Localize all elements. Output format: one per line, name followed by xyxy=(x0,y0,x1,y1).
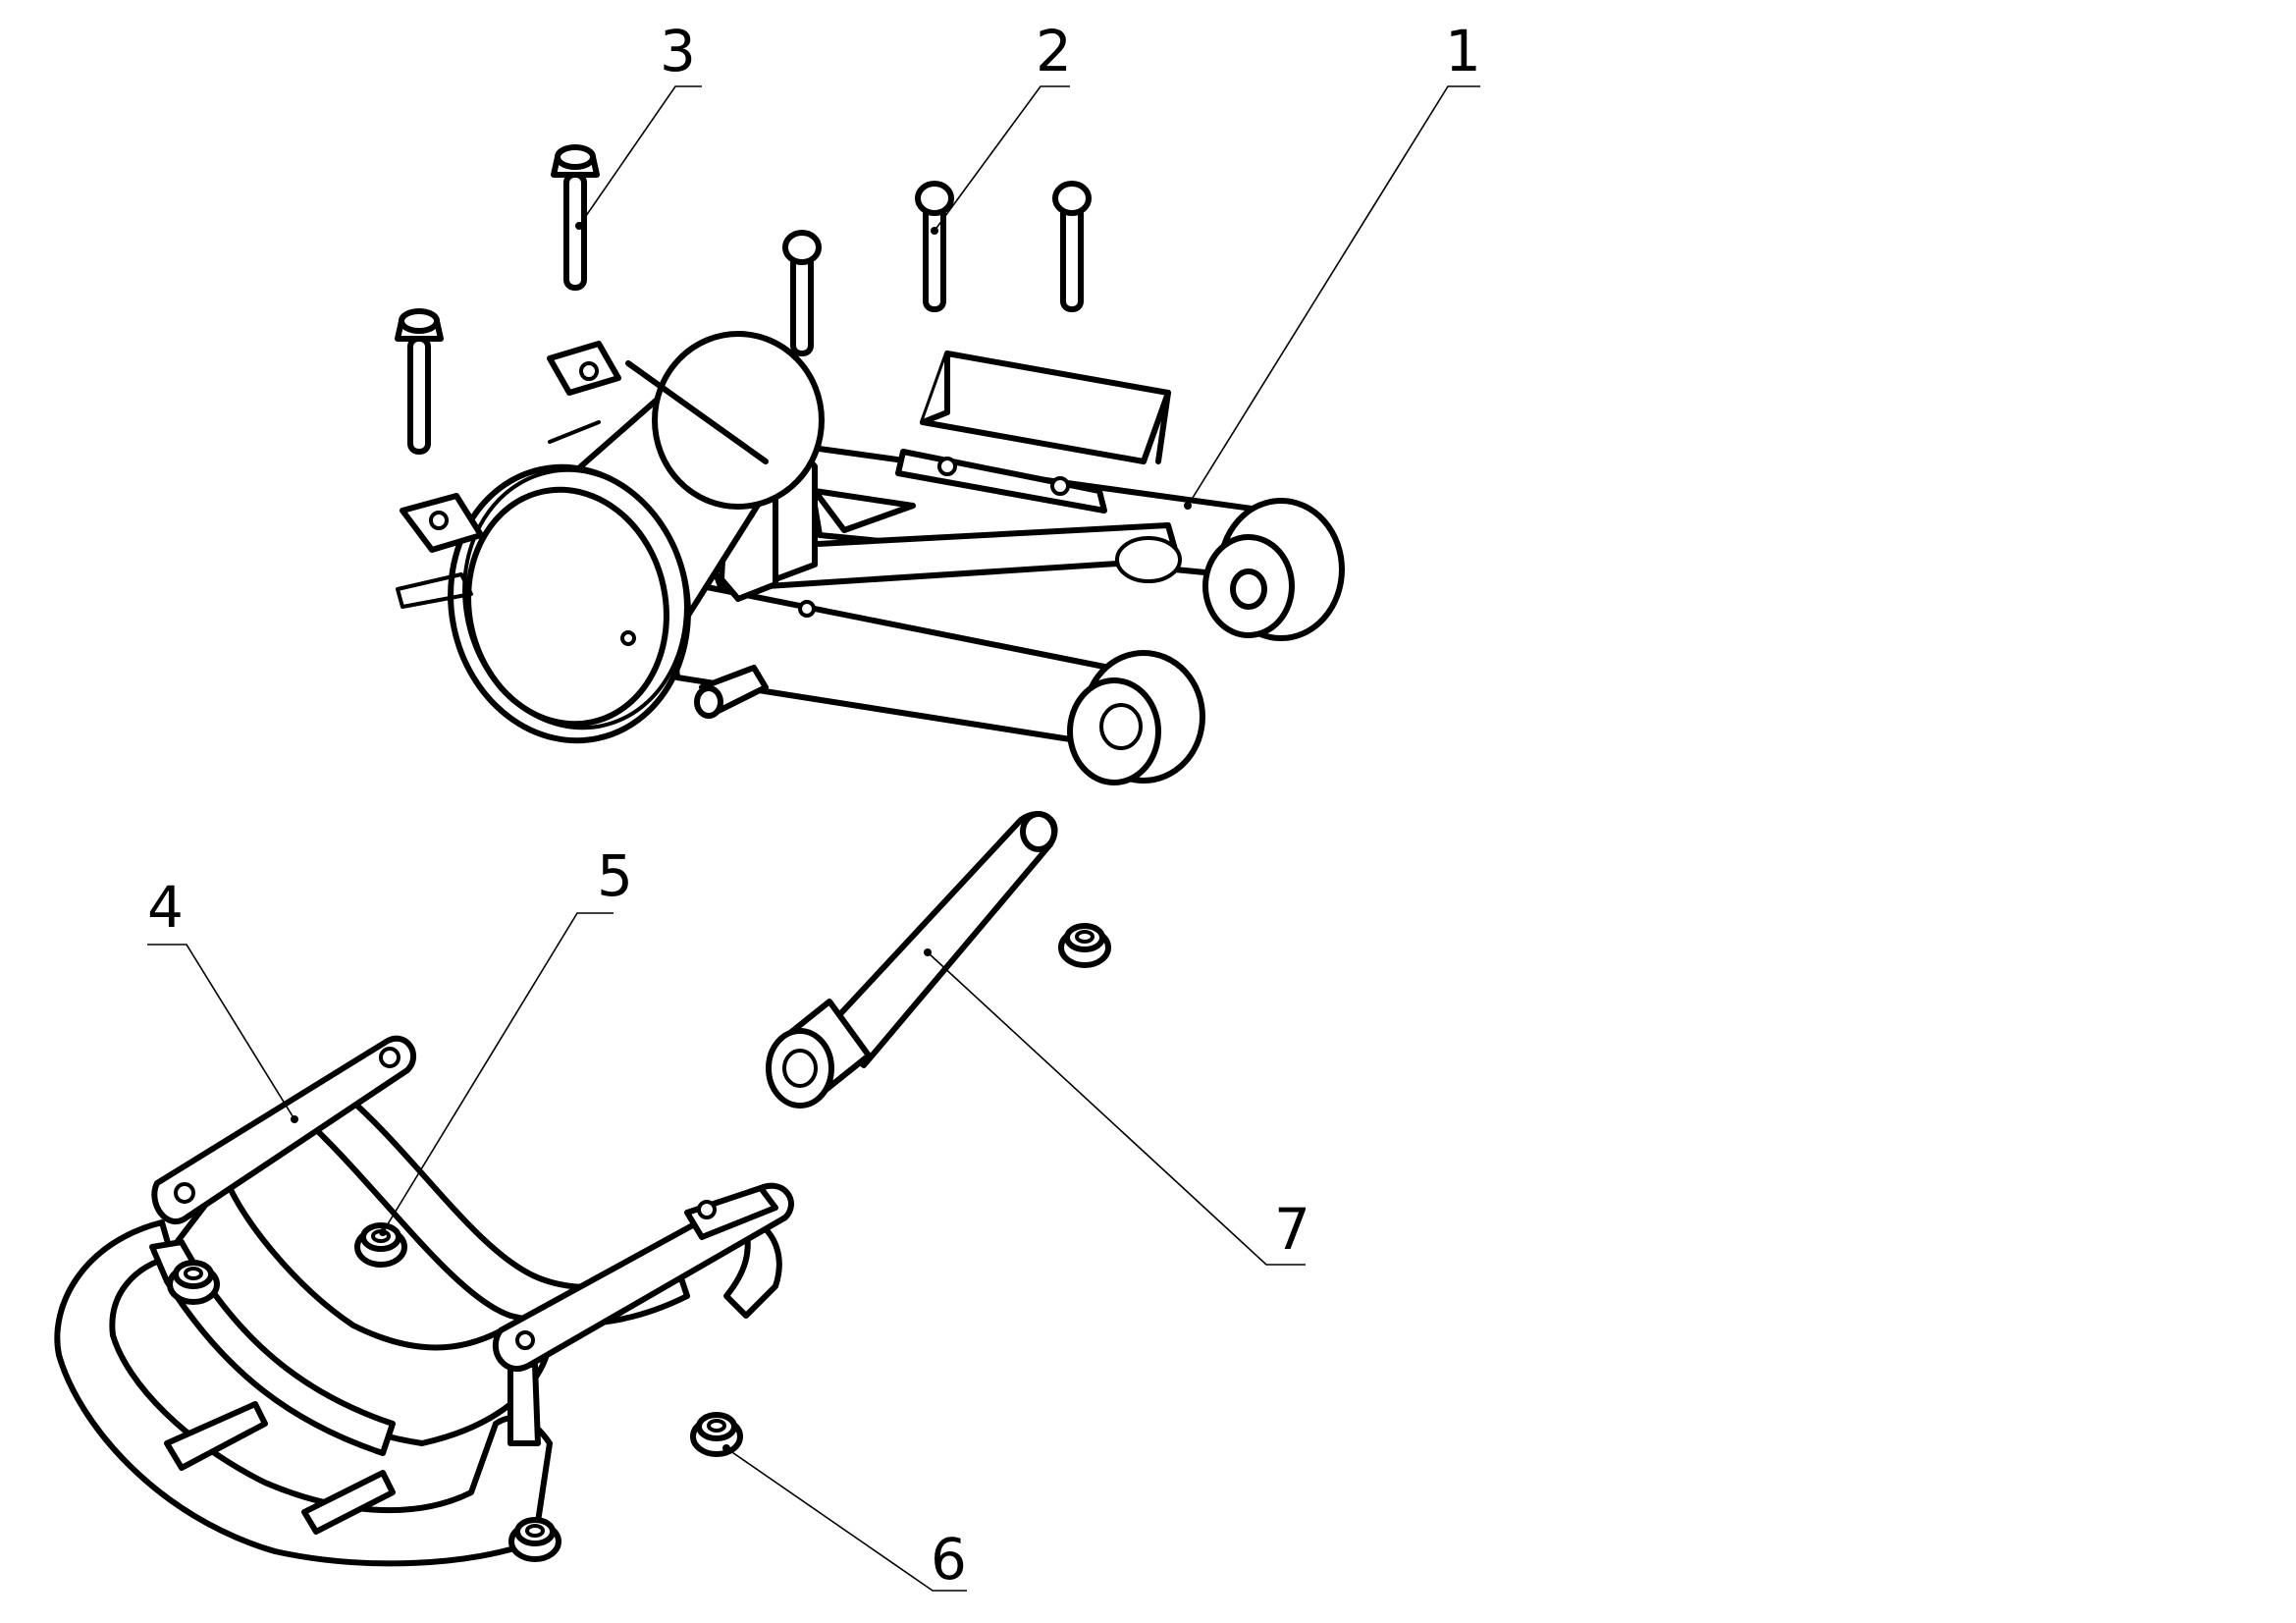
swing-arm-frame xyxy=(396,331,1345,785)
callout-2: 2 xyxy=(1036,18,1072,84)
callout-3: 3 xyxy=(660,18,696,84)
flange-bolts xyxy=(395,144,600,455)
callout-1: 1 xyxy=(1445,18,1481,84)
callout-6: 6 xyxy=(931,1526,967,1593)
callout-5: 5 xyxy=(597,842,633,909)
callout-numbers: 1 2 3 4 5 6 7 xyxy=(147,18,1481,1593)
guard-frame xyxy=(54,1035,794,1567)
leader-lines xyxy=(147,85,1480,1592)
nut-d xyxy=(690,1412,743,1457)
rivet-pins xyxy=(782,181,1092,356)
nut-e xyxy=(508,1517,561,1562)
callout-7: 7 xyxy=(1274,1196,1310,1263)
nut-a xyxy=(1058,923,1111,968)
callout-4: 4 xyxy=(147,874,184,941)
nut-c xyxy=(167,1260,220,1305)
socket-cap-bolt xyxy=(766,811,1058,1109)
flange-nuts xyxy=(167,923,1111,1562)
